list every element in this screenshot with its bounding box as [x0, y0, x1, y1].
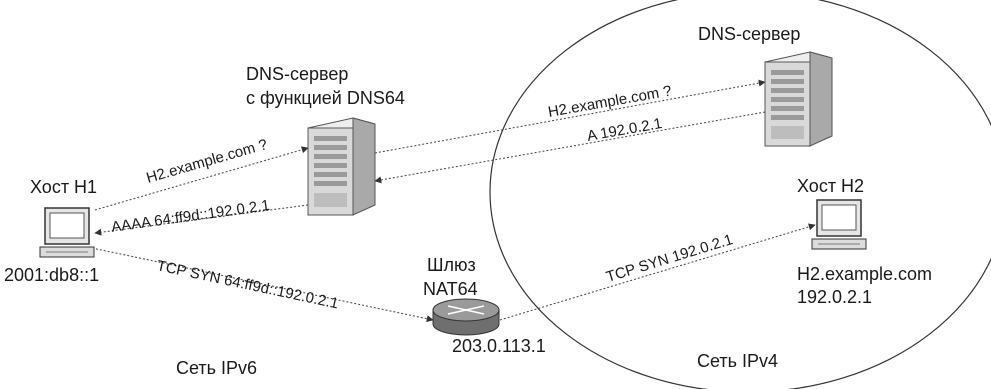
nat64-router-icon: [432, 298, 500, 336]
ipv4-network-boundary: [489, 0, 991, 389]
dns64-server-icon: [307, 117, 376, 216]
dns-query-label: H2.example.com ?: [547, 82, 673, 120]
h1-query-arrow: [94, 146, 309, 211]
gateway-title-line2: NAT64: [423, 279, 478, 299]
h1-reply-label: AAAA 64:ff9d::192.0.2.1: [110, 197, 271, 236]
host-h1-title: Хост H1: [30, 177, 97, 197]
dns-reply-arrow: [374, 111, 766, 184]
host-h2-title: Хост H2: [797, 176, 864, 196]
dns-server-title: DNS-сервер: [698, 24, 800, 44]
syn-v6-label: TCP SYN 64:ff9d::192.0.2.1: [155, 257, 340, 312]
dns-reply-label: A 192.0.2.1: [586, 115, 664, 145]
gateway-address: 203.0.113.1: [452, 336, 546, 356]
host-h1-computer-icon: [39, 207, 95, 258]
syn-v4-label: TCP SYN 192.0.2.1: [604, 231, 735, 286]
gateway-title-line1: Шлюз: [427, 255, 476, 275]
host-h2-computer-icon: [811, 199, 867, 250]
syn-v4-arrow: [499, 223, 816, 321]
ipv4-network-label: Сеть IPv4: [697, 351, 778, 371]
dns64-title-line1: DNS-сервер: [246, 64, 348, 84]
host-h1-address: 2001:db8::1: [4, 265, 99, 285]
host-h2-name: H2.example.com: [797, 264, 932, 284]
dns-query-arrow: [374, 79, 766, 154]
dns-server-icon: [764, 51, 833, 147]
h1-query-label: H2.example.com ?: [144, 136, 269, 187]
ipv6-network-label: Сеть IPv6: [176, 358, 257, 378]
host-h2-address: 192.0.2.1: [797, 287, 872, 307]
dns64-title-line2: с функцией DNS64: [246, 88, 405, 108]
